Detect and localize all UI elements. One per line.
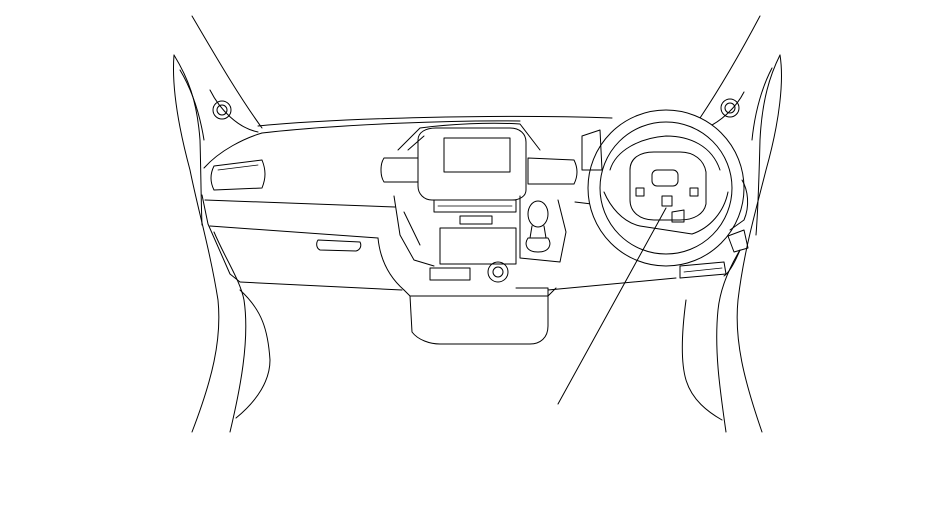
steering-wheel-center-pad [629,151,707,223]
gear-shifter [525,200,551,253]
instrument-cluster [581,129,749,253]
left-air-vent [210,159,266,191]
left-a-pillar [173,15,263,226]
central-display [397,122,541,201]
callout-leader-line [557,207,667,405]
right-air-vent [679,261,727,279]
steering-wheel [587,109,745,267]
right-a-pillar [699,15,781,236]
center-console [393,195,567,267]
center-air-vents [380,157,578,185]
lower-console-tray [403,261,557,345]
left-door-panel [173,54,271,433]
right-door-panel [681,54,782,433]
glove-box-handle [316,239,362,252]
